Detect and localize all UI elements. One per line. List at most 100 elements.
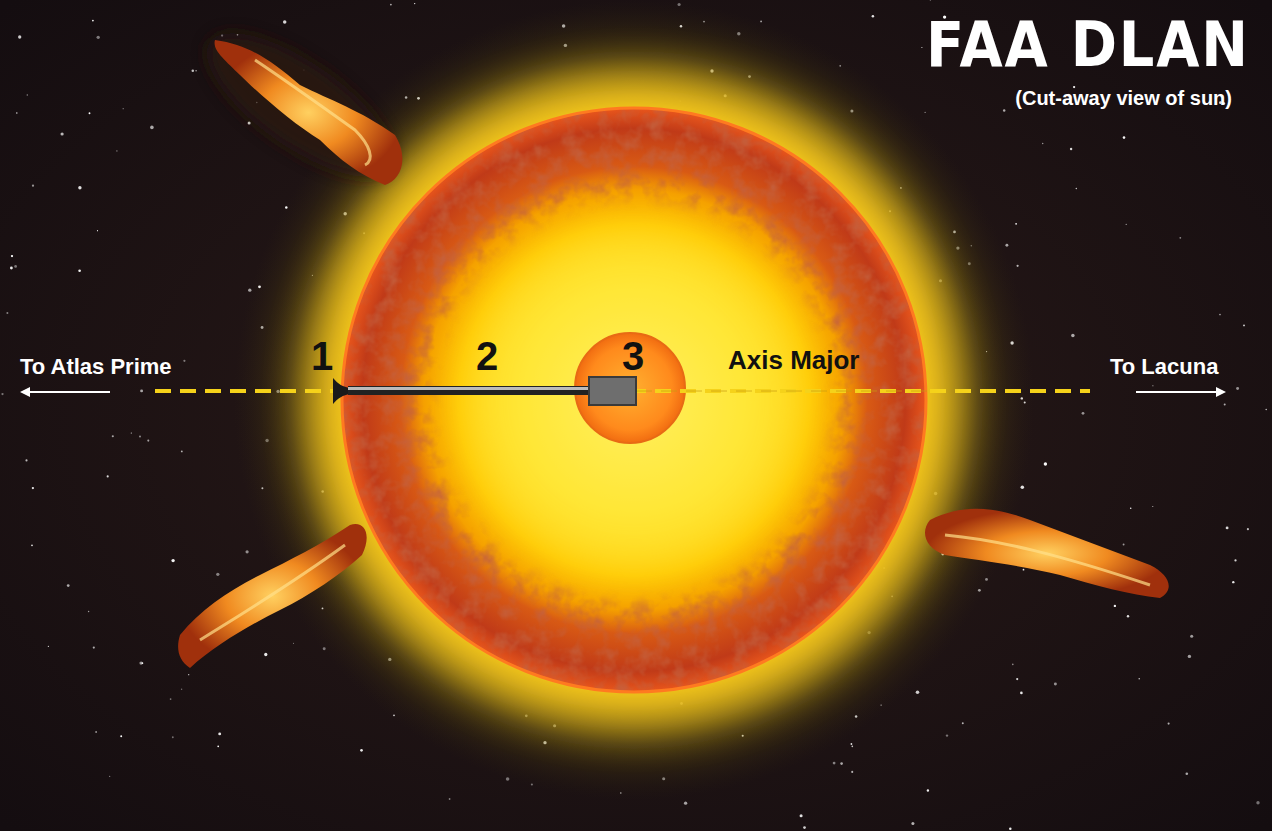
star — [1044, 462, 1047, 465]
callout-number: 3 — [622, 336, 644, 376]
star — [120, 735, 122, 737]
star — [109, 776, 110, 777]
star — [840, 762, 843, 765]
star — [123, 108, 124, 109]
star — [25, 459, 27, 461]
star — [930, 0, 931, 1]
star — [139, 661, 142, 664]
star — [1130, 508, 1132, 510]
star — [1256, 801, 1259, 804]
star — [60, 132, 63, 135]
star — [872, 15, 875, 18]
star — [140, 389, 143, 392]
star — [48, 646, 49, 647]
star — [946, 734, 948, 736]
star — [95, 731, 97, 733]
star — [32, 185, 34, 187]
star — [921, 47, 922, 48]
star — [851, 743, 853, 745]
star — [89, 112, 91, 114]
star — [1114, 605, 1116, 607]
star — [1265, 409, 1267, 411]
star — [170, 698, 172, 700]
star — [1123, 136, 1126, 139]
star — [195, 70, 197, 72]
star — [67, 584, 70, 587]
star — [803, 826, 806, 829]
star — [6, 312, 8, 314]
star — [449, 798, 451, 800]
star — [1012, 664, 1014, 666]
star — [1005, 244, 1008, 247]
star — [1126, 224, 1127, 225]
star — [390, 4, 392, 6]
star — [181, 688, 182, 689]
star — [171, 559, 174, 562]
star — [1152, 385, 1153, 386]
callout-number: 1 — [311, 336, 333, 376]
star — [911, 822, 914, 825]
star — [264, 653, 267, 656]
star — [1070, 148, 1072, 150]
star — [217, 745, 219, 747]
direction-label: To Lacuna — [1110, 356, 1218, 378]
star — [216, 573, 219, 576]
star — [1186, 773, 1189, 776]
star — [1247, 528, 1249, 530]
star — [1190, 635, 1193, 638]
star — [27, 94, 28, 95]
star — [1234, 559, 1236, 561]
star — [1127, 615, 1129, 617]
star — [1179, 237, 1181, 239]
star — [1219, 314, 1221, 316]
star — [16, 112, 18, 114]
star — [293, 643, 294, 644]
star — [1232, 581, 1234, 583]
star — [1015, 223, 1017, 225]
star — [97, 36, 100, 39]
star — [14, 265, 17, 268]
star — [31, 544, 33, 546]
caption: (Cut-away view of sun) — [1015, 88, 1232, 108]
star — [962, 722, 964, 724]
star — [800, 814, 803, 817]
star — [1168, 723, 1170, 725]
star — [172, 736, 174, 738]
star — [32, 487, 34, 489]
title: FAA DLAN — [926, 14, 1250, 76]
star — [181, 450, 183, 452]
star — [188, 674, 189, 675]
star — [684, 802, 687, 805]
star — [92, 20, 94, 22]
star — [147, 440, 149, 442]
star — [1188, 655, 1191, 658]
star — [1016, 678, 1018, 680]
star — [139, 435, 141, 437]
star — [1152, 506, 1153, 507]
star — [851, 746, 853, 748]
star — [833, 762, 836, 765]
direction-label: To Atlas Prime — [20, 356, 172, 378]
star — [1042, 143, 1043, 144]
star — [1224, 403, 1226, 405]
star — [1082, 412, 1085, 415]
star — [245, 550, 248, 553]
star — [1076, 188, 1077, 189]
star — [1009, 828, 1012, 831]
star — [218, 732, 221, 735]
star — [10, 267, 13, 270]
star — [93, 647, 95, 649]
star — [183, 360, 185, 362]
star — [1, 393, 3, 395]
star — [1016, 265, 1018, 267]
star — [248, 121, 251, 124]
star — [97, 230, 98, 231]
star — [88, 611, 89, 612]
star — [1023, 569, 1025, 571]
star — [11, 255, 13, 257]
star — [78, 186, 81, 189]
star — [1138, 678, 1139, 679]
star — [1243, 325, 1245, 327]
star — [1054, 683, 1057, 686]
